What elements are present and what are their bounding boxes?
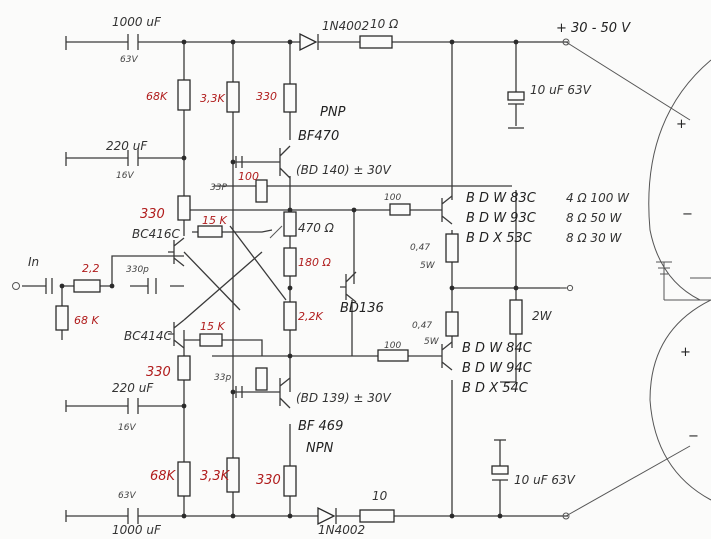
label-c1000-bot: 1000 uF (112, 523, 162, 537)
label-r470: 470 Ω (298, 221, 335, 235)
label-speaker-minus-top: − (682, 207, 693, 222)
label-res-bottom: 10 (372, 489, 388, 503)
label-pnp-alt: (BD 140) ± 30V (296, 163, 392, 177)
label-c220-bot: 220 uF (112, 381, 154, 395)
label-r100-top-out: 100 (384, 193, 401, 203)
label-c1000-bot-v: 63V (118, 491, 136, 501)
capacitors (45, 34, 525, 524)
label-r68k-bot: 68K (150, 469, 177, 484)
label-pnp-type: PNP (320, 105, 346, 120)
label-r100-small: 100 (238, 170, 259, 183)
label-r100-bot-out: 100 (384, 341, 401, 351)
label-r22k: 2,2K (298, 310, 323, 323)
labels: 1000 uF 63V 1N4002 10 Ω + 30 - 50 V 10 u… (28, 15, 699, 537)
label-out-top-row-1: B D W 83C (466, 191, 537, 206)
label-npn-type: NPN (306, 441, 334, 456)
label-speaker-minus-bot: − (688, 429, 699, 444)
label-c33p-top: 33P (210, 183, 227, 193)
label-bc416: BC416C (132, 227, 181, 241)
label-r047-bot-w: 5W (424, 337, 440, 347)
label-bd136: BD136 (340, 301, 384, 316)
label-c330p: 330p (126, 265, 149, 275)
label-r68k-top: 68K (146, 90, 168, 103)
label-out-bot-row-3: B D X 54C (462, 381, 529, 396)
label-r2w: 2W (532, 309, 553, 323)
label-npn-name: BF 469 (298, 419, 343, 434)
label-c220-top-v: 16V (116, 171, 134, 181)
label-out-top-row-3: B D X 53C (466, 231, 533, 246)
label-speaker-plus-bot: + (680, 345, 691, 360)
label-r33k-top: 3,3K (200, 92, 225, 105)
label-positive-rail: + 30 - 50 V (556, 21, 631, 36)
label-pnp-name: BF470 (298, 129, 339, 144)
label-speaker-plus-top: + (676, 117, 687, 132)
label-r33k-bot: 3,3K (200, 469, 231, 484)
label-out-rating-1: 4 Ω 100 W (566, 191, 630, 205)
label-bc414: BC414C (124, 329, 173, 343)
label-c220-bot-v: 16V (118, 423, 136, 433)
label-r330-left-bot: 330 (146, 365, 171, 380)
transistors (168, 145, 453, 409)
label-diode-bottom: 1N4002 (318, 523, 365, 537)
label-r15k-top: 15 K (202, 214, 227, 227)
label-cap-bottom-right: 10 uF 63V (514, 473, 576, 487)
label-r180: 180 Ω (298, 256, 331, 269)
label-r047-top: 0,47 (410, 243, 430, 253)
label-r22-in: 2,2 (82, 262, 100, 275)
label-r330-top: 330 (256, 90, 277, 103)
resistors (55, 35, 523, 523)
label-r047-top-w: 5W (420, 261, 436, 271)
label-c220-top: 220 uF (106, 139, 148, 153)
label-res-top: 10 Ω (370, 17, 399, 31)
label-out-rating-2: 8 Ω 50 W (566, 211, 623, 225)
label-r330-left-top: 330 (140, 207, 165, 222)
label-r68k-in: 68 K (74, 314, 99, 327)
wires (22, 36, 691, 522)
label-npn-alt: (BD 139) ± 30V (296, 391, 392, 405)
label-out-top-row-2: B D W 93C (466, 211, 537, 226)
label-cap-top-right: 10 uF 63V (530, 83, 592, 97)
label-r330-bot: 330 (256, 473, 281, 488)
label-r15k-bot: 15 K (200, 320, 225, 333)
diodes (299, 32, 337, 526)
label-out-bot-row-2: B D W 94C (462, 361, 533, 376)
label-r047-bot: 0,47 (412, 321, 432, 331)
label-out-rating-3: 8 Ω 30 W (566, 231, 623, 245)
speaker (648, 59, 711, 501)
label-c33p-bot: 33p (214, 373, 231, 383)
junctions (12, 38, 574, 520)
label-c1000-top-v: 63V (120, 55, 138, 65)
label-out-bot-row-1: B D W 84C (462, 341, 533, 356)
label-c1000-top: 1000 uF (112, 15, 162, 29)
label-diode-top: 1N4002 (322, 19, 369, 33)
label-input: In (28, 255, 39, 269)
